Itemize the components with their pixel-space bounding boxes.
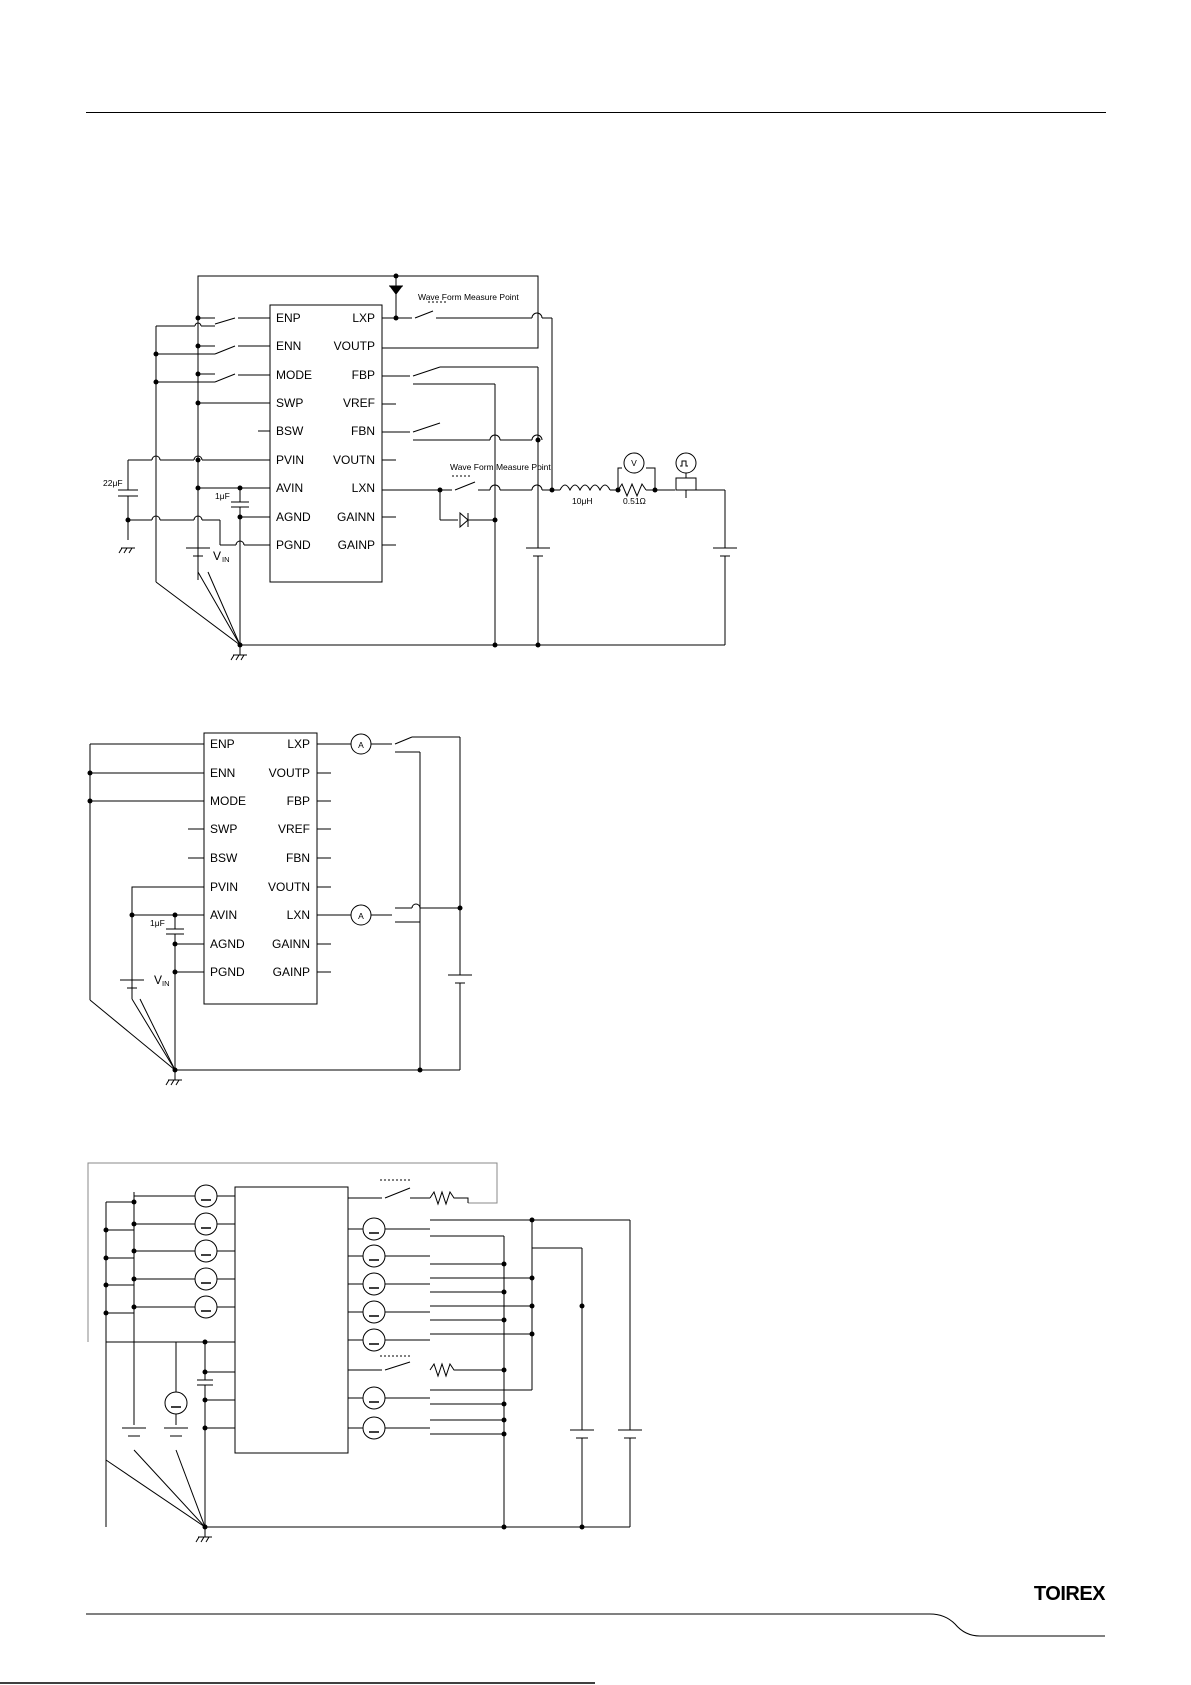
pin-label: FBP — [352, 368, 375, 382]
vin-subscript: IN — [162, 979, 170, 988]
pin-label: ENP — [276, 311, 301, 325]
pin-label: LXP — [352, 311, 375, 325]
pin-label: GAINP — [338, 538, 375, 552]
pin-label: BSW — [210, 851, 238, 865]
pin-label: AGND — [210, 937, 245, 951]
pin-label: PVIN — [210, 880, 238, 894]
inductor-label: 10μH — [572, 496, 593, 506]
scope-pulse-icon — [680, 461, 688, 466]
vin-label: V — [154, 973, 162, 987]
pin-label: GAINN — [337, 510, 375, 524]
pin-label: MODE — [210, 794, 246, 808]
ammeter-label: A — [358, 740, 364, 750]
pin-label: VOUTN — [268, 880, 310, 894]
pin-label: PGND — [210, 965, 245, 979]
pin-label: AVIN — [210, 908, 237, 922]
pin-label: FBP — [287, 794, 310, 808]
circuit-1-left-pins: ENP ENN MODE SWP BSW PVIN AVIN AGND PGND — [276, 311, 312, 552]
circuit-3 — [88, 1163, 642, 1537]
pin-label: PGND — [276, 538, 311, 552]
circuit-2 — [90, 733, 472, 1080]
pin-label: BSW — [276, 424, 304, 438]
pin-label: VOUTN — [333, 453, 375, 467]
voltmeter-label: V — [631, 458, 637, 468]
resistor-label: 0.51Ω — [623, 496, 646, 506]
circuit-1-right-pins: LXP VOUTP FBP VREF FBN VOUTN LXN GAINN G… — [333, 311, 375, 552]
circuit-2-right-pins: LXP VOUTP FBP VREF FBN VOUTN LXN GAINN G… — [268, 737, 310, 979]
pin-label: SWP — [276, 396, 303, 410]
circuit-1 — [118, 276, 737, 655]
pin-label: VREF — [278, 822, 310, 836]
ground-icon — [166, 1080, 182, 1085]
pin-label: VOUTP — [269, 766, 310, 780]
footer-rule — [86, 1614, 1105, 1636]
pin-label: LXN — [287, 908, 310, 922]
ground-icon — [196, 1537, 212, 1542]
wave-point-label: Wave Form Measure Point — [418, 292, 519, 302]
vin-subscript: IN — [222, 555, 230, 564]
ground-icon — [119, 548, 135, 553]
wave-point-label: Wave Form Measure Point — [450, 462, 551, 472]
pin-label: ENN — [276, 339, 301, 353]
pin-label: LXP — [287, 737, 310, 751]
pin-label: VREF — [343, 396, 375, 410]
pin-label: MODE — [276, 368, 312, 382]
pin-label: FBN — [351, 424, 375, 438]
pin-label: ENN — [210, 766, 235, 780]
pin-label: GAINN — [272, 937, 310, 951]
pin-label: FBN — [286, 851, 310, 865]
pin-label: PVIN — [276, 453, 304, 467]
pin-label: AGND — [276, 510, 311, 524]
pin-label: LXN — [352, 481, 375, 495]
cap-avin-label: 1μF — [215, 491, 230, 501]
pin-label: GAINP — [273, 965, 310, 979]
cap-avin-label: 1μF — [150, 918, 165, 928]
ic-body-3 — [235, 1187, 348, 1453]
pin-label: SWP — [210, 822, 237, 836]
ammeter-label: A — [358, 911, 364, 921]
ground-icon — [231, 655, 247, 660]
cap-in-label: 22μF — [103, 478, 123, 488]
vin-label: V — [213, 549, 221, 563]
pin-label: AVIN — [276, 481, 303, 495]
pin-label: VOUTP — [334, 339, 375, 353]
pin-label: ENP — [210, 737, 235, 751]
circuit-2-left-pins: ENP ENN MODE SWP BSW PVIN AVIN AGND PGND — [210, 737, 246, 979]
company-logo: TOIREX — [1034, 1583, 1106, 1605]
